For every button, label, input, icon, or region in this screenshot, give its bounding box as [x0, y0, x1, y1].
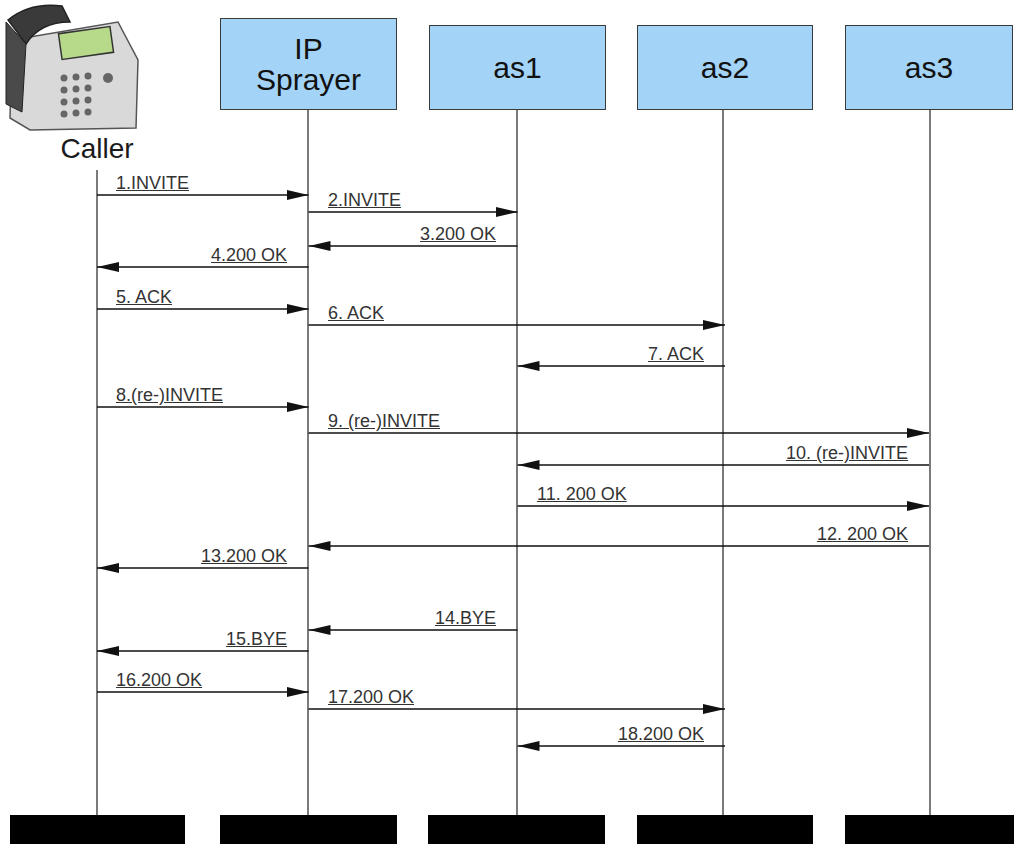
- message-arrow: [309, 324, 726, 325]
- end-bar: [428, 815, 605, 844]
- message-arrow: [97, 650, 309, 651]
- message-label: 5. ACK: [115, 288, 173, 308]
- participant-name: Caller: [60, 134, 133, 163]
- participant-box: as2: [637, 25, 813, 110]
- message-arrow: [518, 505, 930, 506]
- participant-name: IP Sprayer: [249, 33, 369, 96]
- end-bar: [220, 815, 397, 844]
- phone-handset-body: [6, 22, 26, 112]
- participant-box: as1: [429, 25, 606, 110]
- message-label: 7. ACK: [647, 345, 705, 365]
- end-bar: [845, 815, 1014, 844]
- end-bar: [10, 815, 185, 844]
- lifeline-end-bars: [10, 815, 1014, 844]
- message-label: 11. 200 OK: [536, 485, 628, 505]
- message-arrow: [97, 691, 309, 692]
- message-arrow: [518, 365, 726, 366]
- lifeline: [929, 110, 930, 815]
- message-label: 15.BYE: [225, 630, 288, 650]
- message-arrow: [97, 567, 309, 568]
- message-label: 3.200 OK: [419, 225, 497, 245]
- message-label: 1.INVITE: [115, 174, 190, 194]
- message-label: 2.INVITE: [327, 191, 402, 211]
- participant-box: IP Sprayer: [220, 18, 397, 110]
- participant-box: as3: [845, 25, 1013, 110]
- message-arrow: [309, 432, 930, 433]
- message-arrow: [518, 745, 726, 746]
- lifeline: [307, 110, 308, 815]
- message-arrow: [309, 629, 518, 630]
- message-arrow: [309, 245, 518, 246]
- message-arrow: [309, 708, 726, 709]
- message-label: 10. (re-)INVITE: [785, 444, 909, 464]
- message-arrow: [97, 406, 309, 407]
- message-arrow: [309, 211, 518, 212]
- message-arrow: [97, 308, 309, 309]
- message-arrow: [309, 545, 930, 546]
- message-label: 13.200 OK: [200, 547, 288, 567]
- phone-display: [58, 27, 113, 60]
- participant-name: as2: [701, 52, 749, 84]
- participant-name: as1: [493, 52, 541, 84]
- message-label: 17.200 OK: [327, 688, 415, 708]
- end-bar: [637, 815, 813, 844]
- message-label: 4.200 OK: [210, 246, 288, 266]
- message-label: 14.BYE: [434, 609, 497, 629]
- participant-name: as3: [905, 52, 953, 84]
- message-arrow: [97, 266, 309, 267]
- message-label: 12. 200 OK: [816, 525, 909, 545]
- phone-keypad: [61, 73, 114, 118]
- message-arrow: [518, 464, 930, 465]
- message-label: 18.200 OK: [617, 725, 705, 745]
- message-label: 8.(re-)INVITE: [115, 386, 224, 406]
- message-label: 9. (re-)INVITE: [327, 412, 441, 432]
- lifelines: [97, 110, 930, 815]
- message-label: 6. ACK: [327, 304, 385, 324]
- participant-label: Caller: [56, 132, 138, 166]
- phone-icon: [6, 5, 138, 130]
- message-label: 16.200 OK: [115, 671, 203, 691]
- message-arrow: [97, 194, 309, 195]
